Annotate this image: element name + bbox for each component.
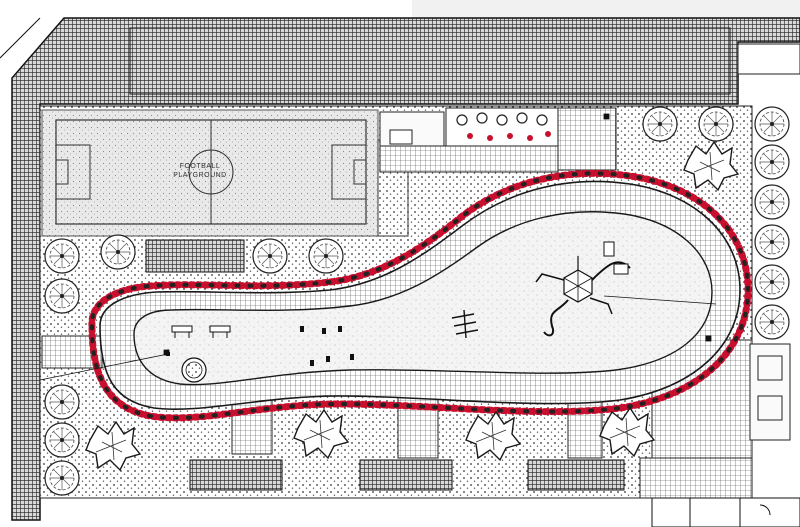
flower-border [88, 169, 752, 422]
fitness-equipment-icon [451, 309, 479, 339]
perimeter-building [0, 17, 800, 521]
pergola [145, 239, 625, 491]
bottom-building [651, 497, 800, 527]
leader-lines [39, 113, 717, 381]
play-structure-icon [535, 241, 631, 337]
small-building [379, 111, 445, 147]
bench-icon [171, 325, 231, 338]
football-pitch [41, 109, 379, 237]
flower-bed-top [445, 107, 559, 147]
round-seat-icon [181, 357, 207, 383]
side-building [737, 43, 800, 441]
central-plaza [133, 211, 713, 386]
